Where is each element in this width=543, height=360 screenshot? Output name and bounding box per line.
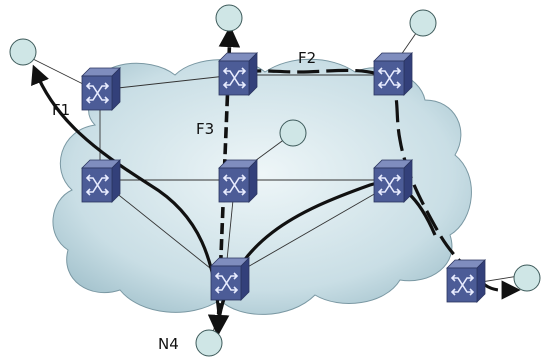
- switch-icon: [446, 259, 486, 303]
- host-node: [513, 264, 541, 292]
- host-node: [215, 4, 243, 32]
- node-label-n4: N4: [158, 335, 179, 353]
- switch-icon: [81, 67, 121, 111]
- flow-label-f3: F3: [196, 120, 214, 138]
- switch-icon: [373, 159, 413, 203]
- switch-icon: [218, 159, 258, 203]
- flow-label-f1: F1: [52, 101, 70, 119]
- link-s7-s6: [224, 184, 391, 281]
- link-s4-s7: [99, 179, 226, 281]
- host-node: [409, 9, 437, 37]
- switch-icon: [218, 52, 258, 96]
- host-node: [279, 119, 307, 147]
- switch-icon: [210, 257, 250, 301]
- flow-label-f2: F2: [298, 49, 316, 67]
- host-node: [9, 38, 37, 66]
- hosts: [9, 4, 541, 357]
- switch-icon: [373, 52, 413, 96]
- switch-icon: [81, 159, 121, 203]
- host-node: [195, 329, 223, 357]
- network-cloud: [52, 58, 472, 315]
